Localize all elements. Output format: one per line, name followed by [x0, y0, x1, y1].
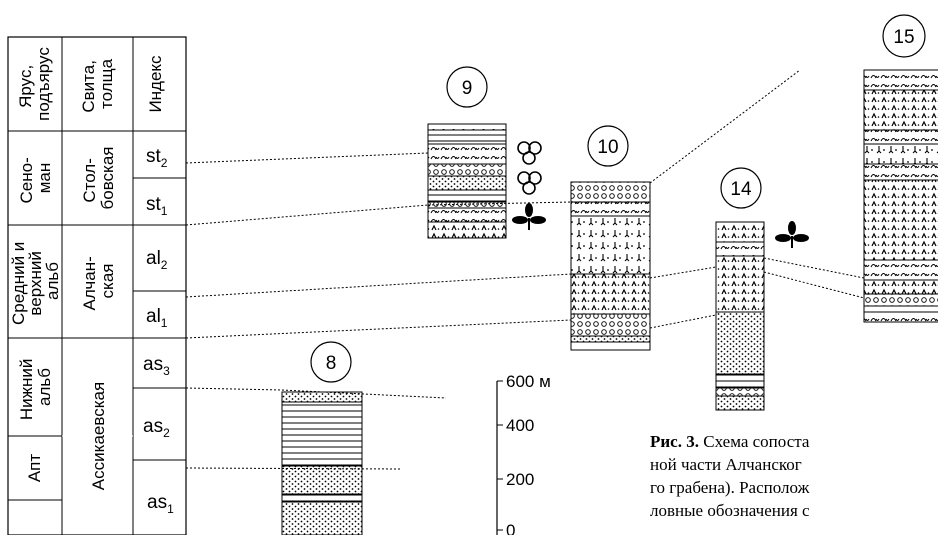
stage-apt: Апт [25, 454, 44, 483]
column-number-8: 8 [311, 342, 351, 382]
plant-fossil-icon [512, 203, 546, 230]
svg-text:9: 9 [462, 78, 473, 99]
scale-bar: 600 м 400 200 0 [497, 372, 551, 535]
column-10 [571, 182, 650, 350]
column-9 [428, 124, 506, 238]
index-st1: st1 [146, 194, 168, 218]
stage-alb-mid-upper: Средний и верхний альб [9, 237, 62, 325]
formation-assikaevskaya: Ассикаевская [89, 382, 108, 490]
stage-alb-lower: Нижний альб [17, 354, 54, 420]
plant-fossil-icon-2 [775, 221, 809, 248]
column-number-10: 10 [588, 126, 628, 166]
index-st2: st2 [146, 146, 168, 170]
index-al2: al2 [146, 248, 168, 272]
svg-text:8: 8 [326, 353, 337, 374]
column-number-14: 14 [721, 168, 761, 208]
caption-line-3: го грабена). Располож [650, 476, 809, 499]
index-as1: as1 [147, 492, 174, 516]
formation-stolbovskaya: Стол- бовская [80, 146, 117, 209]
index-as3: as3 [143, 354, 170, 378]
svg-text:10: 10 [597, 137, 618, 158]
header-formation: Свита, толща [79, 55, 116, 112]
scale-label-200: 200 [506, 470, 534, 489]
index-as2: as2 [143, 416, 170, 440]
formation-alchanskaya: Алчан- ская [80, 252, 117, 311]
stage-cenoman: Сено- ман [17, 153, 54, 204]
fossil-shells-icon [518, 142, 541, 194]
caption-line-1: Рис. 3. Схема сопоста [650, 430, 809, 453]
index-al1: al1 [146, 306, 168, 330]
column-15 [864, 70, 938, 322]
column-8 [282, 392, 362, 535]
caption-line-4: ловные обозначения с [650, 499, 810, 522]
column-14 [716, 222, 764, 410]
column-number-15: 15 [883, 15, 925, 57]
svg-text:15: 15 [893, 27, 914, 48]
header-index: Индекс [146, 55, 165, 113]
scale-label-600: 600 м [506, 372, 551, 391]
scale-label-0: 0 [506, 521, 515, 535]
column-number-9: 9 [447, 67, 487, 107]
svg-text:14: 14 [730, 179, 752, 200]
caption-line-2: ной части Алчанског [650, 453, 802, 476]
scale-label-400: 400 [506, 416, 534, 435]
header-stage: Ярус, подъярус [16, 47, 53, 121]
